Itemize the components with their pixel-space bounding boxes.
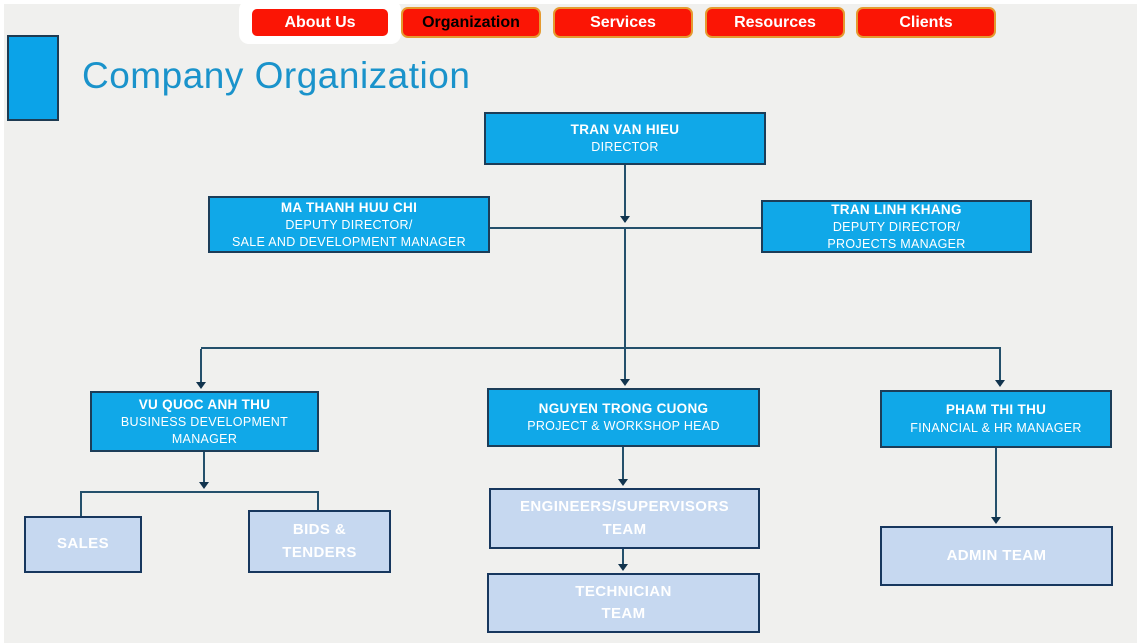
arrowhead-center-drop <box>620 379 630 386</box>
team-label: TEAM <box>602 520 647 538</box>
connector-managers-span <box>201 347 1001 349</box>
nav-button-resources[interactable]: Resources <box>705 7 845 38</box>
person-role: DIRECTOR <box>591 140 659 155</box>
nav-button-services[interactable]: Services <box>553 7 693 38</box>
person-role: FINANCIAL & HR MANAGER <box>910 420 1082 435</box>
person-role: SALE AND DEVELOPMENT MANAGER <box>232 234 466 249</box>
team-label: BIDS & <box>292 521 347 538</box>
arrowhead-business-down <box>199 482 209 489</box>
arrowhead-engineers-down <box>618 564 628 571</box>
org-node-admin-team: ADMIN TEAM <box>880 526 1113 586</box>
person-name: MA THANH HUU CHI <box>280 199 418 215</box>
connector-finance-down <box>995 448 997 518</box>
person-name: TRAN LINH KHANG <box>831 201 962 217</box>
team-label: TEAM <box>601 605 646 622</box>
connector-subtree-horizontal <box>80 491 319 493</box>
team-label: ADMIN TEAM <box>946 546 1047 564</box>
connector-bids-drop <box>317 491 319 510</box>
person-role: DEPUTY DIRECTOR/ <box>832 219 961 234</box>
arrowhead-left-drop <box>196 382 206 389</box>
person-role: BUSINESS DEVELOPMENT <box>120 414 289 429</box>
connector-center-vertical <box>624 229 626 347</box>
logo-placeholder-square <box>7 35 59 121</box>
arrowhead-director-down <box>620 216 630 223</box>
org-node-technician-team: TECHNICIAN TEAM <box>487 573 760 633</box>
org-node-business-development-manager: VU QUOC ANH THU BUSINESS DEVELOPMENT MAN… <box>90 391 319 452</box>
org-node-project-workshop-head: NGUYEN TRONG CUONG PROJECT & WORKSHOP HE… <box>487 388 760 447</box>
connector-center-drop <box>624 349 626 379</box>
org-node-engineers-supervisors-team: ENGINEERS/SUPERVISORS TEAM <box>489 488 760 549</box>
arrowhead-project-down <box>618 479 628 486</box>
arrowhead-finance-down <box>991 517 1001 524</box>
org-node-bids-tenders-team: BIDS & TENDERS <box>248 510 391 573</box>
page-title: Company Organization <box>82 55 471 96</box>
connector-business-down <box>203 452 205 482</box>
org-node-financial-hr-manager: PHAM THI THU FINANCIAL & HR MANAGER <box>880 390 1112 448</box>
team-label: SALES <box>56 535 109 553</box>
person-role: DEPUTY DIRECTOR/ <box>285 217 413 232</box>
person-role: PROJECTS MANAGER <box>827 236 966 251</box>
connector-deputies-horizontal <box>490 227 761 229</box>
org-node-director: TRAN VAN HIEU DIRECTOR <box>484 112 766 165</box>
connector-sales-drop <box>80 491 82 516</box>
person-role: MANAGER <box>171 431 238 446</box>
nav-button-organization[interactable]: Organization <box>401 7 541 38</box>
org-node-deputy-sales: MA THANH HUU CHI DEPUTY DIRECTOR/ SALE A… <box>208 196 490 253</box>
nav-button-clients[interactable]: Clients <box>856 7 996 38</box>
nav-button-about-us[interactable]: About Us <box>250 7 390 38</box>
person-name: VU QUOC ANH THU <box>138 396 271 412</box>
connector-project-down <box>622 447 624 480</box>
left-edge-strip <box>0 0 4 643</box>
person-name: NGUYEN TRONG CUONG <box>538 400 709 416</box>
person-role: PROJECT & WORKSHOP HEAD <box>527 419 720 434</box>
team-label: ENGINEERS/SUPERVISORS <box>519 498 729 515</box>
connector-engineers-down <box>622 549 624 565</box>
org-node-deputy-projects: TRAN LINH KHANG DEPUTY DIRECTOR/ PROJECT… <box>761 200 1032 253</box>
person-name: PHAM THI THU <box>945 402 1047 418</box>
team-label: TENDERS <box>282 543 357 561</box>
connector-director-down <box>624 165 626 222</box>
connector-right-drop <box>999 349 1001 380</box>
team-label: TECHNICIAN <box>575 582 672 600</box>
top-edge-strip <box>0 0 1137 4</box>
arrowhead-right-drop <box>995 380 1005 387</box>
connector-left-drop <box>200 349 202 382</box>
org-node-sales-team: SALES <box>24 516 142 573</box>
person-name: TRAN VAN HIEU <box>570 121 680 137</box>
